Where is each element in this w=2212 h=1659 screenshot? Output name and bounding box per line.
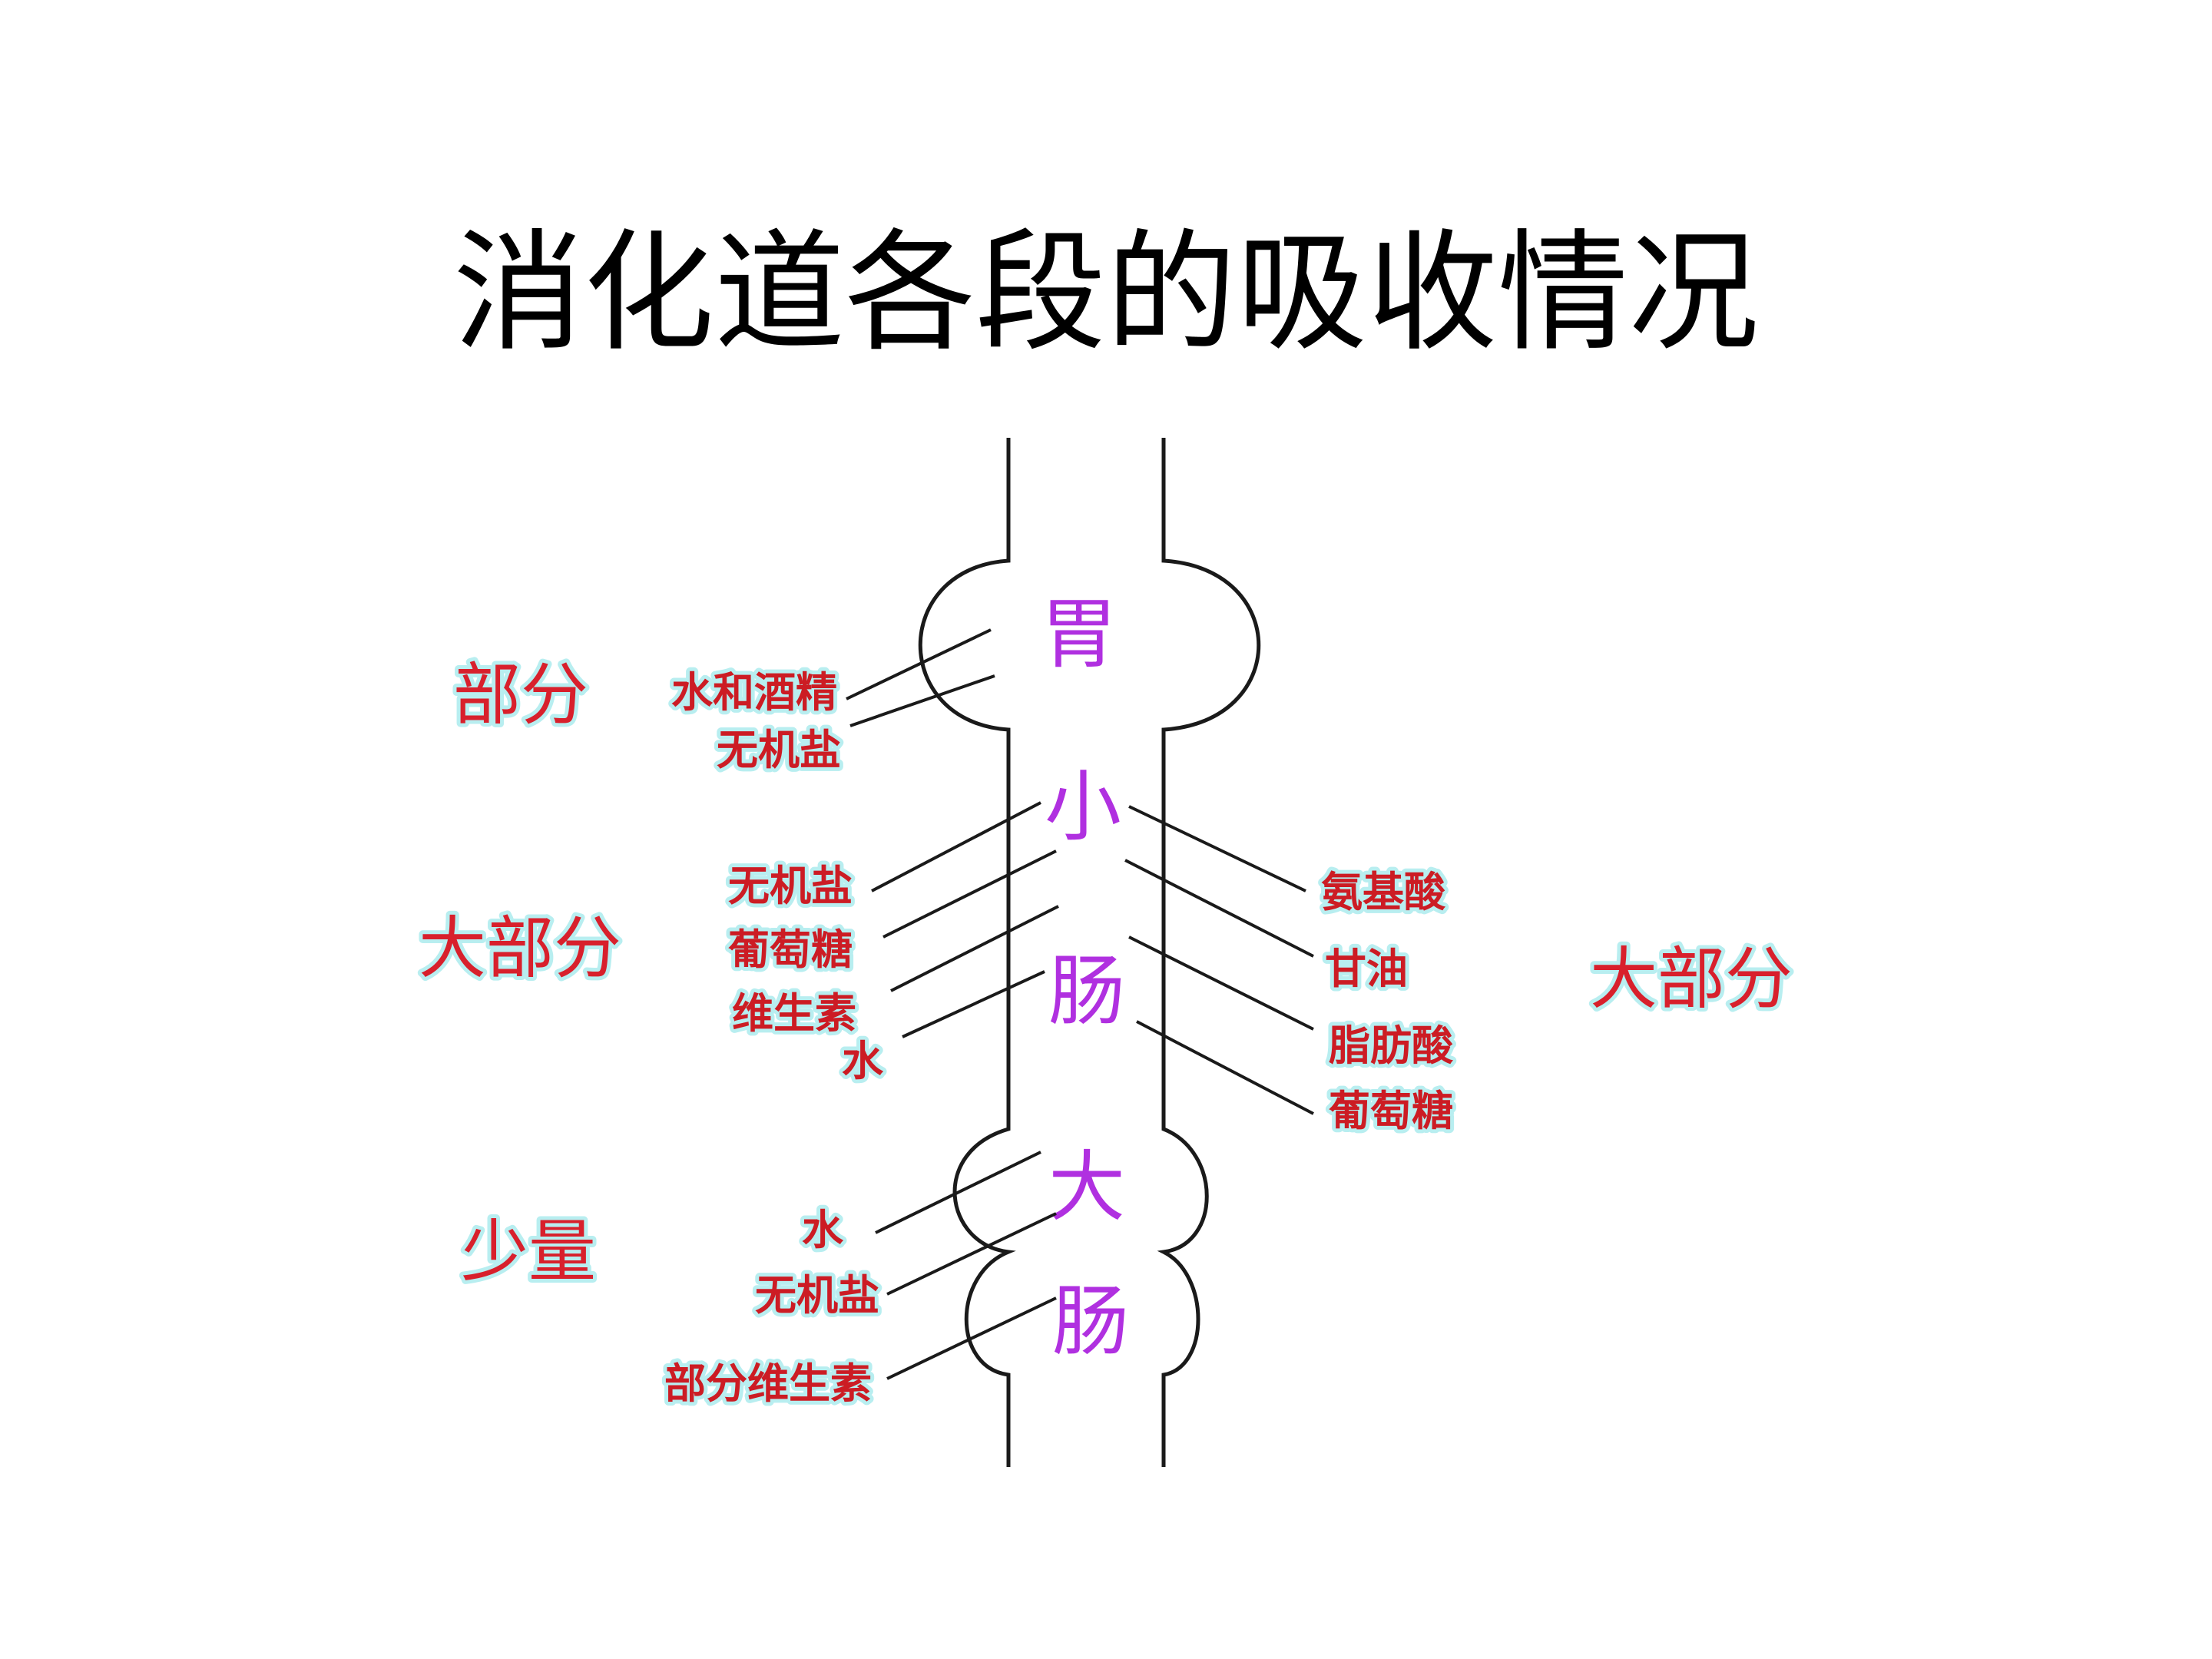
nutrient-label: 水 xyxy=(842,1037,884,1085)
nutrient-label: 无机盐 xyxy=(755,1271,879,1320)
nutrient-label: 水和酒精 xyxy=(671,668,837,717)
leader-line xyxy=(849,674,995,727)
leader-line xyxy=(1136,1020,1314,1115)
organ-label-small-intestine-2: 肠 xyxy=(1048,946,1125,1036)
organ-label-large-intestine-1: 大 xyxy=(1048,1142,1125,1232)
nutrient-label: 部分维生素 xyxy=(664,1359,872,1408)
organ-label-large-intestine-2: 肠 xyxy=(1052,1277,1129,1366)
nutrient-label: 无机盐 xyxy=(728,862,853,910)
nutrient-label: 甘油 xyxy=(1325,945,1408,993)
organ-label-small-intestine-1: 小 xyxy=(1045,762,1121,852)
leader-line xyxy=(871,801,1041,892)
leader-line xyxy=(890,905,1059,992)
small-intestine-left-nutrients: 无机盐 葡萄糖 维生素 水 xyxy=(724,801,1059,1089)
nutrient-label: 葡萄糖 xyxy=(1329,1087,1453,1135)
stomach-nutrients: 水和酒精 无机盐 xyxy=(667,628,995,778)
nutrient-label: 水 xyxy=(802,1206,844,1254)
amount-label-large-intestine: 少量 xyxy=(461,1212,596,1291)
large-intestine-nutrients: 水 无机盐 部分维生素 xyxy=(661,1151,1057,1412)
amount-label-stomach: 部分 xyxy=(453,655,588,734)
leader-line xyxy=(1128,935,1314,1031)
leader-line xyxy=(886,1212,1057,1296)
tract-left-wall xyxy=(918,438,1016,1467)
leader-line xyxy=(1124,859,1314,958)
nutrient-label: 葡萄糖 xyxy=(728,926,853,974)
nutrient-label: 维生素 xyxy=(732,989,856,1038)
amount-label-small-intestine-left: 大部分 xyxy=(419,909,621,988)
nutrient-label: 脂肪酸 xyxy=(1329,1022,1454,1070)
leader-line xyxy=(882,849,1057,939)
leader-line xyxy=(846,628,992,700)
digestive-tract-outline xyxy=(918,438,1261,1467)
page-title: 消化道各段的吸收情况 xyxy=(453,217,1759,369)
leader-line xyxy=(875,1151,1041,1234)
nutrient-label: 无机盐 xyxy=(717,726,841,774)
leader-line xyxy=(902,970,1045,1038)
nutrient-label: 氨基酸 xyxy=(1321,868,1446,916)
leader-line xyxy=(1128,805,1306,892)
organ-label-stomach: 胃 xyxy=(1041,589,1118,679)
amount-label-small-intestine-right: 大部分 xyxy=(1590,939,1793,1018)
small-intestine-right-nutrients: 氨基酸 甘油 脂肪酸 葡萄糖 xyxy=(1124,805,1458,1139)
tract-right-wall xyxy=(1157,438,1261,1467)
leader-line xyxy=(886,1296,1057,1380)
